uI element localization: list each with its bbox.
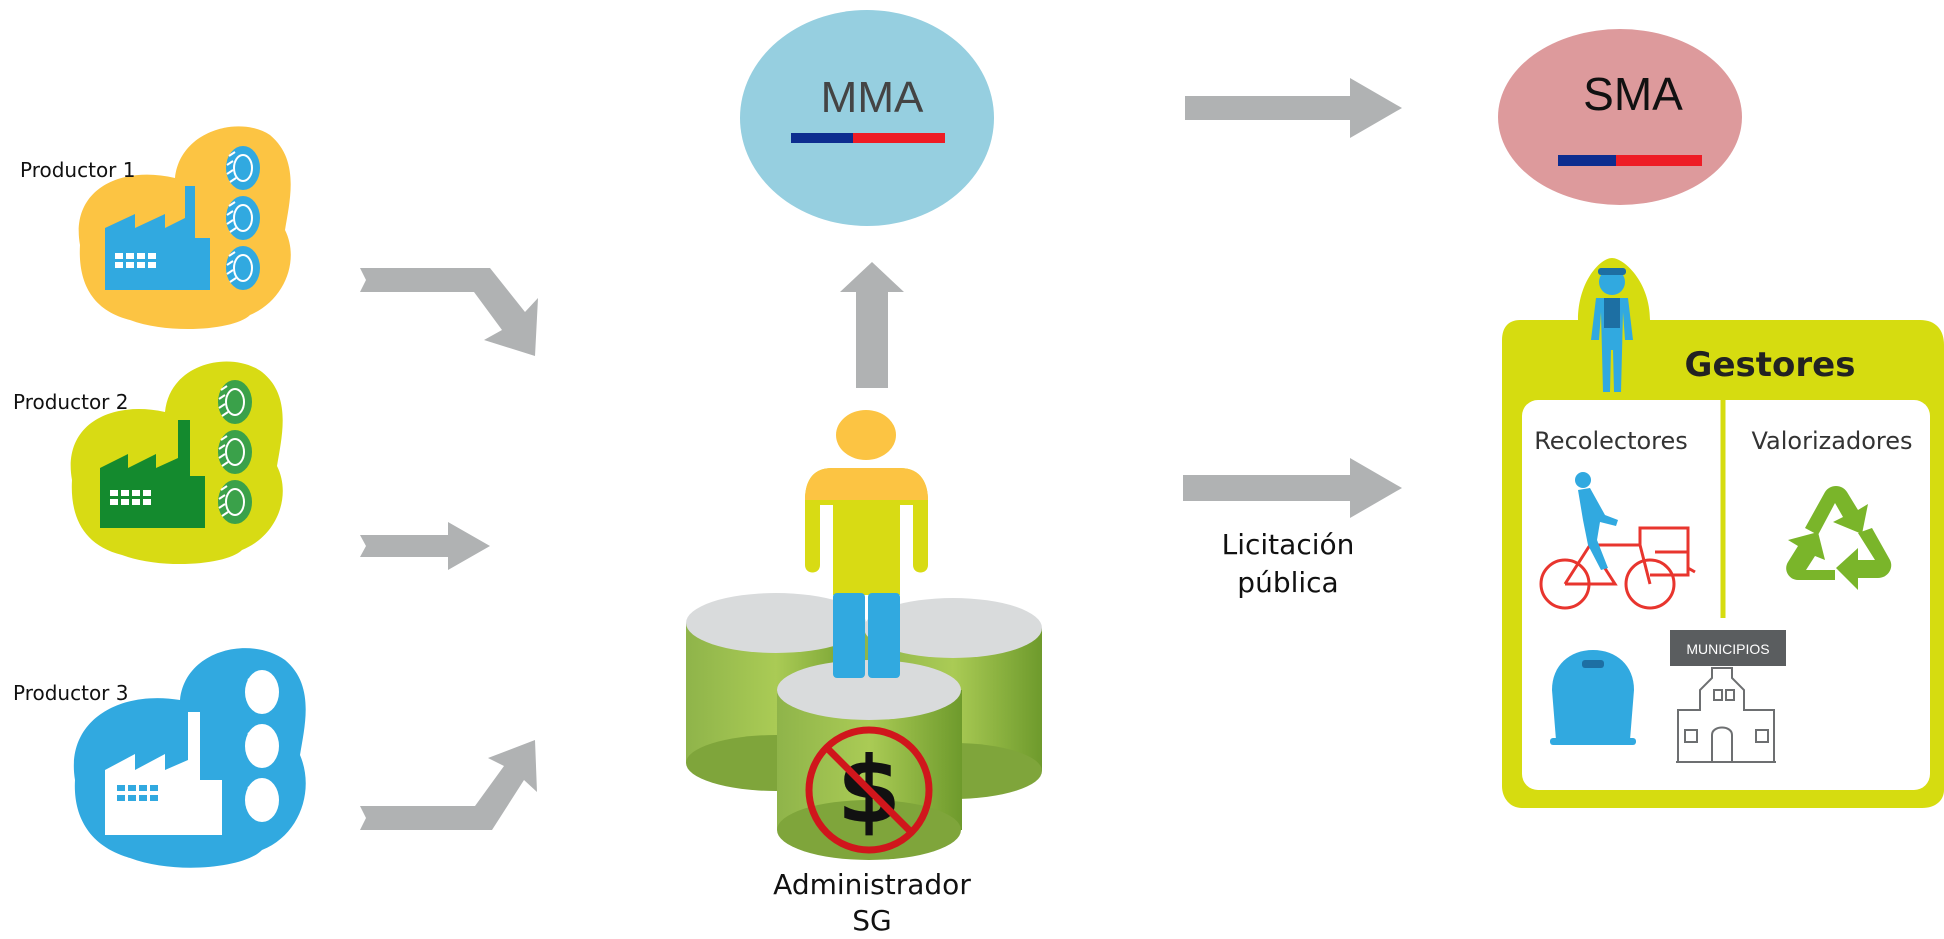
producer-3-label: Productor 3 (13, 681, 129, 705)
collectors-label: Recolectores (1534, 427, 1688, 455)
person-icon (805, 410, 928, 678)
mma-node: MMA (740, 10, 994, 226)
arrow-mma-to-sma (1185, 78, 1402, 138)
worker-icon (1591, 268, 1633, 392)
producer-2 (70, 361, 283, 565)
recyclers-label: Valorizadores (1752, 427, 1913, 455)
arrow-producer-2 (360, 522, 490, 570)
recycle-icon (1786, 486, 1892, 590)
producer-1 (78, 126, 291, 330)
cargo-bike-icon (1539, 472, 1696, 610)
factory-icon (100, 420, 205, 528)
mma-label: MMA (821, 73, 924, 122)
administrator-label-line2: SG (852, 904, 892, 937)
mma-flag-red (853, 133, 945, 143)
tender-label-line2: pública (1237, 566, 1339, 599)
tire-icon (225, 145, 261, 291)
administrator-label-line1: Administrador (773, 868, 971, 901)
producer-2-label: Productor 2 (13, 390, 129, 414)
mma-flag-blue (791, 133, 853, 143)
no-dollar-icon: $ (805, 726, 933, 854)
producer-3 (73, 648, 306, 868)
sma-flag-blue (1558, 155, 1616, 166)
arrow-admin-to-gestores (1183, 458, 1402, 518)
administrator-node: $ (686, 410, 1042, 860)
arrow-producer-3 (360, 740, 537, 830)
producer-1-label: Productor 1 (20, 158, 136, 182)
town-hall-icon (1676, 667, 1776, 763)
mma-ellipse (740, 10, 994, 226)
sma-node: SMA (1498, 29, 1742, 205)
recycling-bin-icon (1550, 650, 1636, 745)
municipalities-badge (1670, 630, 1786, 666)
gestores-title: Gestores (1685, 345, 1856, 385)
gestores-panel: Gestores Recolectores Valorizadores (1502, 258, 1944, 808)
arrow-admin-to-mma (840, 262, 904, 388)
tire-icon (217, 379, 253, 525)
tire-icon (244, 669, 280, 823)
factory-icon (105, 186, 210, 290)
tender-label-line1: Licitación (1221, 528, 1355, 561)
municipalities-label: MUNICIPIOS (1686, 641, 1769, 657)
arrow-producer-1 (360, 268, 538, 356)
sma-flag-red (1616, 155, 1702, 166)
factory-icon (105, 712, 222, 835)
sma-label: SMA (1583, 68, 1683, 120)
